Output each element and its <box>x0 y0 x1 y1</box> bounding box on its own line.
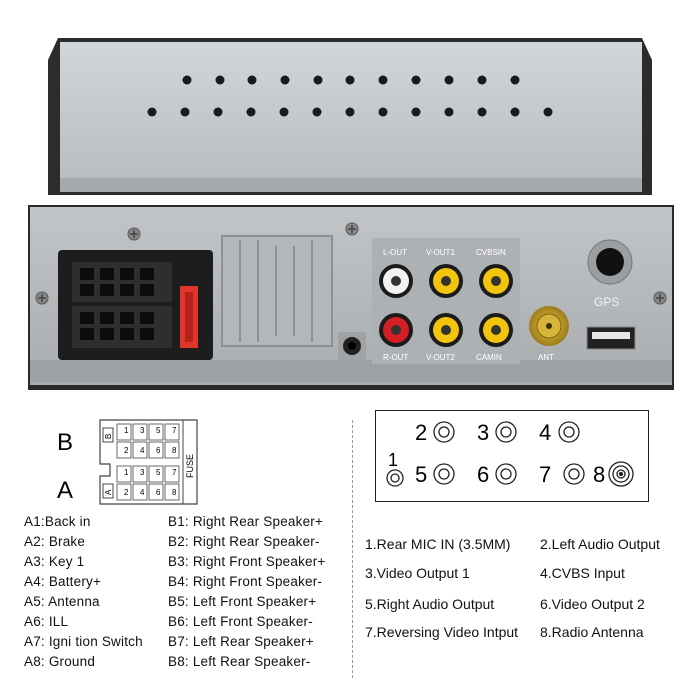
rear-panel: L-OUT V-OUT1 CVBSIN R-OUT V-OUT2 CAMIN <box>28 205 674 390</box>
gps-port: GPS <box>587 239 633 309</box>
pin-number: 3 <box>140 426 145 435</box>
output-6: 6.Video Output 2 <box>540 596 645 612</box>
screw-icon <box>345 222 359 236</box>
label-cvbsin: CVBSIN <box>476 248 506 257</box>
column-divider <box>352 420 353 678</box>
iso-connector <box>58 250 213 360</box>
pin-number: 8 <box>172 446 177 455</box>
rca-port-icon <box>433 421 455 443</box>
pin-b1: B1: Right Rear Speaker+ <box>168 514 324 529</box>
pin-number: 1 <box>124 468 129 477</box>
output-8: 8.Radio Antenna <box>540 624 644 640</box>
output-5: 5.Right Audio Output <box>365 596 495 612</box>
label-v-out2: V-OUT2 <box>426 353 455 362</box>
pin-number: 5 <box>156 426 161 435</box>
rca-white-jack <box>379 264 413 298</box>
rca-yellow-jack <box>429 264 463 298</box>
pin-a2: A2: Brake <box>24 534 86 549</box>
output-3: 3.Video Output 1 <box>365 565 470 581</box>
screw-icon <box>653 291 667 305</box>
b-small-label: B <box>104 434 113 439</box>
pin-b5: B5: Left Front Speaker+ <box>168 594 317 609</box>
rca-red-jack <box>379 313 413 347</box>
a-small-label: A <box>104 489 113 495</box>
pin-b6: B6: Left Front Speaker- <box>168 614 313 629</box>
rca-port-icon <box>495 463 517 485</box>
heat-sink <box>221 235 333 347</box>
rca-yellow-jack <box>429 313 463 347</box>
output-1: 1.Rear MIC IN (3.5MM) <box>365 536 511 552</box>
pin-number: 1 <box>124 426 129 435</box>
pin-number: 8 <box>172 488 177 497</box>
pin-number: 2 <box>124 446 129 455</box>
pin-number: 2 <box>124 488 129 497</box>
pin-number: 7 <box>172 426 177 435</box>
label-r-out: R-OUT <box>383 353 408 362</box>
pin-number: 6 <box>156 488 161 497</box>
antenna-jack: ANT <box>529 306 569 362</box>
port-number-6: 6 <box>477 462 489 487</box>
usb-port <box>586 326 636 350</box>
pin-b7: B7: Left Rear Speaker+ <box>168 634 314 649</box>
pin-number: 6 <box>156 446 161 455</box>
fuse-label: FUSE <box>185 454 195 478</box>
label-gps: GPS <box>594 295 619 309</box>
pin-b3: B3: Right Front Speaker+ <box>168 554 326 569</box>
pin-number: 7 <box>172 468 177 477</box>
rca-yellow-jack <box>479 313 513 347</box>
port-number-4: 4 <box>539 420 551 445</box>
radio-back-panel-photo: L-OUT V-OUT1 CVBSIN R-OUT V-OUT2 CAMIN <box>28 38 674 390</box>
pin-a4: A4: Battery+ <box>24 574 102 589</box>
pin-number: 4 <box>140 488 145 497</box>
rca-block: L-OUT V-OUT1 CVBSIN R-OUT V-OUT2 CAMIN <box>372 238 520 364</box>
port-number-2: 2 <box>415 420 427 445</box>
pin-a6: A6: ILL <box>24 614 69 629</box>
label-ant: ANT <box>538 353 554 362</box>
pin-b8: B8: Left Rear Speaker- <box>168 654 311 669</box>
port-number-7: 7 <box>539 462 551 487</box>
label-l-out: L-OUT <box>383 248 407 257</box>
rca-port-icon <box>495 421 517 443</box>
row-b-label: B <box>57 429 73 456</box>
port-number-8: 8 <box>593 462 605 487</box>
row-a-label: A <box>57 477 73 504</box>
top-cover <box>48 38 652 195</box>
rca-port-icon <box>558 421 580 443</box>
screw-icon <box>35 291 49 305</box>
iso-pin-diagram: B A FUSE B A 1 3 5 7 2 4 6 8 1 3 5 7 2 4… <box>57 419 198 505</box>
pin-number: 5 <box>156 468 161 477</box>
pin-b4: B4: Right Front Speaker- <box>168 574 323 589</box>
label-v-out1: V-OUT1 <box>426 248 455 257</box>
mic-jack <box>338 332 366 360</box>
port-number-3: 3 <box>477 420 489 445</box>
pin-a8: A8: Ground <box>24 654 96 669</box>
rca-port-icon <box>433 463 455 485</box>
rca-port-icon <box>563 463 585 485</box>
port-number-5: 5 <box>415 462 427 487</box>
output-4: 4.CVBS Input <box>540 565 625 581</box>
rca-yellow-jack <box>479 264 513 298</box>
pin-b2: B2: Right Rear Speaker- <box>168 534 320 549</box>
output-2: 2.Left Audio Output <box>540 536 660 552</box>
vent-holes <box>147 75 553 117</box>
mic-port-icon <box>386 469 404 487</box>
port-diagram <box>375 410 649 502</box>
pin-a1: A1:Back in <box>24 514 91 529</box>
pin-number: 4 <box>140 446 145 455</box>
pin-a3: A3: Key 1 <box>24 554 85 569</box>
output-7: 7.Reversing Video Intput <box>365 624 519 640</box>
port-number-1: 1 <box>388 450 398 470</box>
antenna-port-icon <box>608 461 634 487</box>
pin-a5: A5: Antenna <box>24 594 100 609</box>
pin-a7: A7: Igni tion Switch <box>24 634 143 649</box>
port-diagram-symbols: 2 3 4 1 5 6 7 8 <box>386 420 634 487</box>
pin-number: 3 <box>140 468 145 477</box>
label-camin: CAMIN <box>476 353 502 362</box>
screw-icon <box>127 227 141 241</box>
